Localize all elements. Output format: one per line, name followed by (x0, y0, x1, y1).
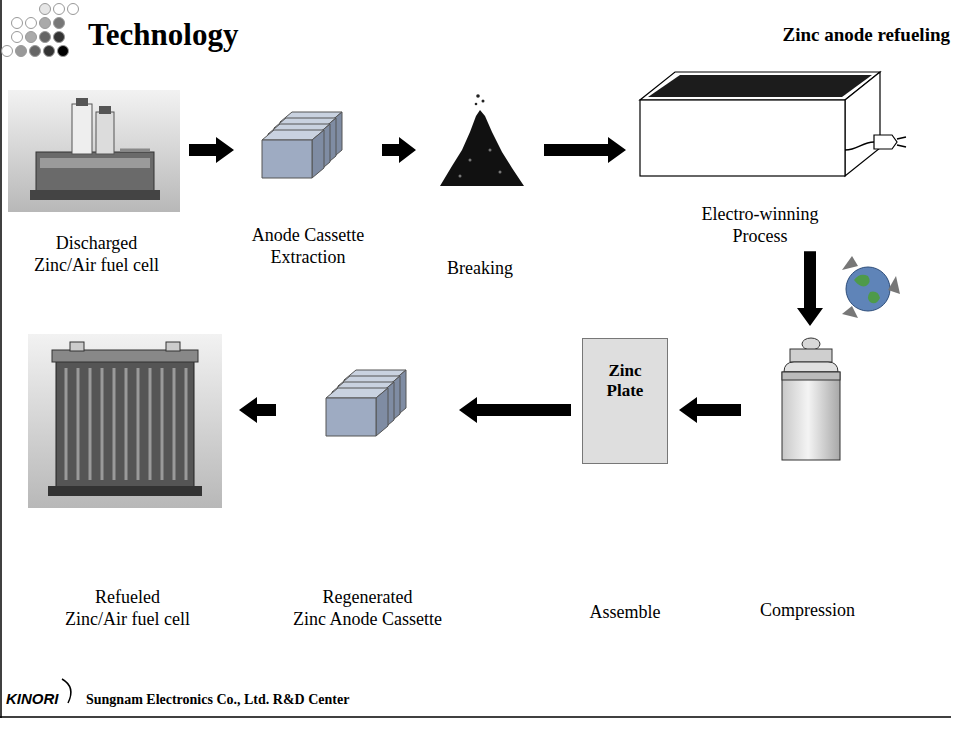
process-step: Anode Cassette Extraction (238, 88, 378, 268)
flow-arrow (797, 251, 823, 326)
step-caption: Anode Cassette Extraction (252, 225, 364, 268)
process-step: Breaking (420, 88, 540, 280)
process-step: Compression (745, 330, 870, 622)
logo-swoosh (62, 679, 71, 703)
fuel-cell-photo (8, 90, 180, 212)
process-step: Electro-winning Process (630, 66, 890, 247)
step-caption: Assemble (590, 602, 661, 624)
compression-press (782, 338, 840, 460)
step-caption: Breaking (447, 258, 513, 280)
fuel-cell-photo (28, 334, 222, 508)
process-step: Regenerated Zinc Anode Cassette (280, 330, 455, 630)
anode-cassette (262, 112, 342, 178)
regenerated-cassette (326, 370, 406, 436)
flow-arrow (189, 137, 234, 163)
step-caption: Discharged Zinc/Air fuel cell (34, 233, 159, 276)
flow-arrow (459, 397, 571, 423)
flow-arrow (544, 137, 626, 163)
step-caption: Regenerated Zinc Anode Cassette (293, 587, 442, 630)
zinc-plate-box: Zinc Plate (582, 338, 668, 464)
subtitle: Zinc anode refueling (783, 24, 951, 47)
electrowinning-tank (640, 72, 906, 176)
dot-logo (2, 4, 79, 57)
recycle-globe-icon (842, 256, 900, 318)
company-logo: KINORI (6, 690, 59, 708)
frame-line (0, 716, 951, 718)
step-caption: Electro-winning Process (702, 204, 819, 247)
footer-text: Sungnam Electronics Co., Ltd. R&D Center (86, 692, 349, 709)
flow-arrow (679, 397, 741, 423)
step-caption: Compression (760, 600, 855, 622)
plate-label: Zinc Plate (607, 339, 644, 400)
page-title: Technology (88, 16, 238, 53)
flow-arrow (382, 137, 416, 163)
process-step: Refueled Zinc/Air fuel cell (20, 330, 235, 630)
zinc-powder-pile (440, 94, 524, 186)
plate-step: Zinc PlateAssemble (575, 336, 675, 624)
flow-arrow (239, 397, 276, 423)
process-step: Discharged Zinc/Air fuel cell (8, 88, 185, 276)
frame-line (0, 0, 2, 718)
step-caption: Refueled Zinc/Air fuel cell (65, 587, 190, 630)
